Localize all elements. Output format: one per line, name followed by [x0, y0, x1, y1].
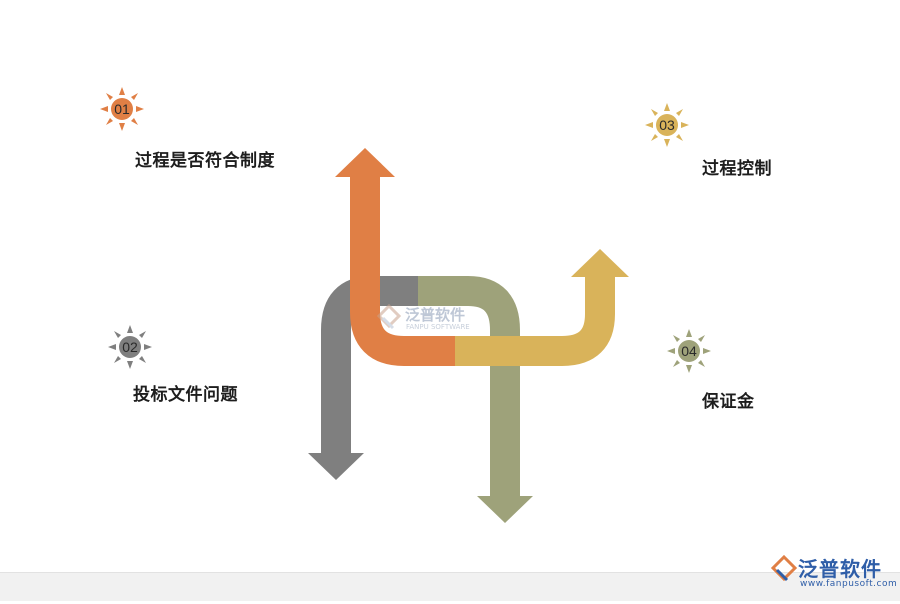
olive-arrow-path — [418, 276, 520, 496]
brand-url: www.fanpusoft.com — [800, 579, 898, 589]
badge-01: 01 — [100, 87, 144, 131]
watermark-sub: FANPU SOFTWARE — [406, 323, 470, 331]
badge-03: 03 — [645, 103, 689, 147]
footer-bar — [0, 572, 900, 601]
orange-arrow-head — [335, 148, 395, 177]
sun-icon — [667, 329, 711, 373]
label-03: 过程控制 — [702, 159, 772, 179]
badge-02: 02 — [108, 325, 152, 369]
badge-number: 01 — [114, 101, 130, 117]
watermark-name: 泛普软件 — [405, 306, 466, 324]
sun-icon — [100, 87, 144, 131]
orange-arrow-path — [350, 176, 455, 366]
center-watermark: 泛普软件 FANPU SOFTWARE — [375, 303, 485, 338]
gray-arrow-head — [308, 453, 364, 480]
watermark-logo-icon — [376, 303, 402, 330]
label-02: 投标文件问题 — [133, 385, 238, 405]
yellow-arrow-head — [571, 249, 629, 277]
brand-logo-icon — [770, 555, 798, 582]
label-04: 保证金 — [702, 392, 755, 412]
yellow-arrow-path — [455, 276, 615, 366]
olive-arrow-head — [477, 496, 533, 523]
badge-number: 03 — [659, 117, 675, 133]
sun-icon — [108, 325, 152, 369]
brand-logo: 泛普软件 www.fanpusoft.com — [770, 553, 898, 597]
label-01: 过程是否符合制度 — [135, 151, 275, 171]
sun-icon — [645, 103, 689, 147]
brand-name: 泛普软件 — [798, 557, 882, 581]
badge-04: 04 — [667, 329, 711, 373]
badge-number: 02 — [122, 339, 138, 355]
badge-number: 04 — [681, 343, 697, 359]
